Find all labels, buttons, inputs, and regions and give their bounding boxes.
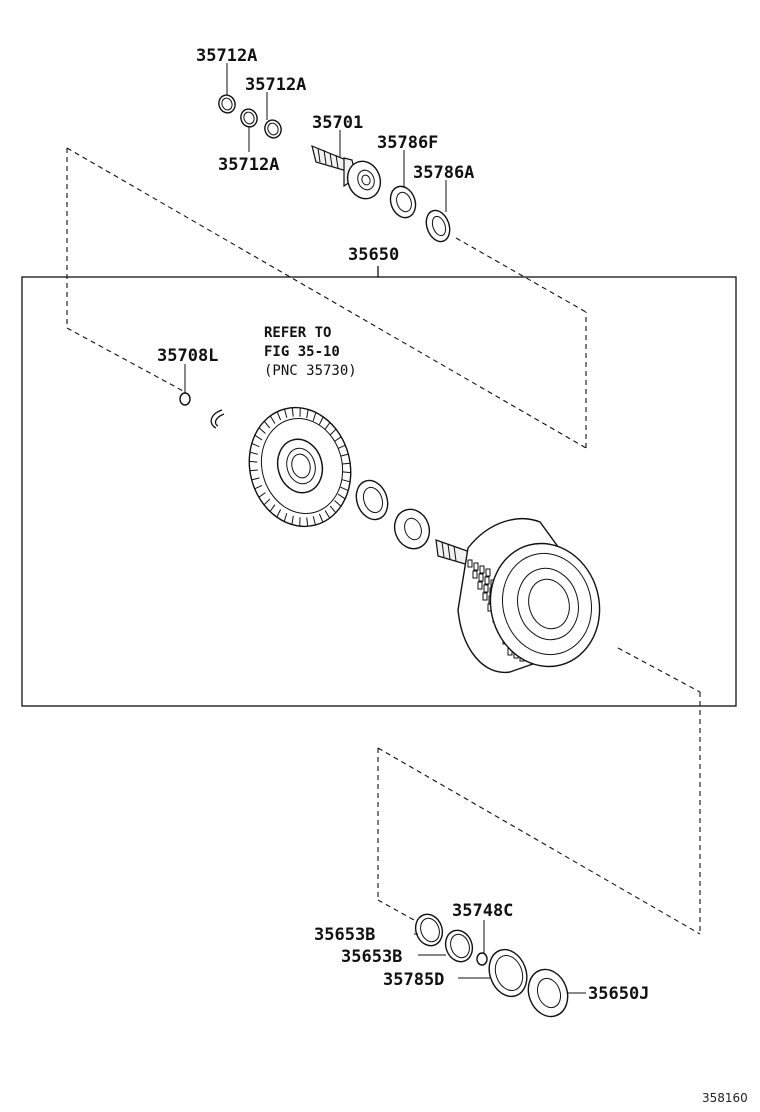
drum-tooth: [306, 517, 309, 527]
drum-tooth: [306, 409, 309, 419]
drum-tooth: [340, 453, 349, 457]
drum-tooth: [254, 434, 263, 441]
thrust-washer-35650j: [527, 968, 569, 1018]
drum-tooth: [251, 477, 260, 481]
label-35708l: 35708L: [157, 346, 218, 366]
hub-slot: [483, 584, 489, 593]
assembly-frame: [21, 266, 737, 707]
drum-tooth: [334, 436, 342, 442]
hub-slot: [477, 581, 483, 590]
drum-tooth: [334, 500, 342, 507]
drum-tooth: [318, 416, 324, 425]
drum-tooth: [283, 513, 288, 522]
hub-slot: [479, 565, 485, 574]
drum-tooth: [263, 420, 271, 429]
thrust-washer-35786a: [425, 209, 451, 243]
drum-tooth: [342, 471, 351, 474]
drum-tooth: [324, 510, 331, 519]
upper-phantom-outline: [66, 147, 587, 449]
drum-teeth: [249, 407, 351, 527]
drum-tooth: [312, 412, 317, 421]
drum-tooth: [249, 460, 258, 463]
drum-tooth: [276, 509, 282, 518]
clutch-hub-drum: [435, 518, 601, 674]
drum-tooth: [329, 428, 337, 436]
drum-tooth: [291, 515, 294, 525]
clutch-drum-assembly: [248, 406, 352, 528]
label-35653b-2: 35653B: [341, 947, 402, 967]
drum-tooth: [340, 486, 349, 492]
hub-slot: [473, 562, 479, 571]
drum-tooth: [324, 422, 331, 430]
label-35712a-mid: 35712A: [245, 75, 306, 95]
drum-tooth: [284, 408, 288, 418]
reference-note-line2: FIG 35-10: [264, 344, 340, 360]
label-35786a: 35786A: [413, 163, 474, 183]
thrust-washer-mid: [393, 508, 431, 550]
reference-note-line3: (PNC 35730): [264, 363, 357, 379]
drum-tooth: [254, 484, 263, 490]
drum-tooth: [258, 492, 266, 498]
lower-phantom-outline: [377, 647, 701, 935]
drum-tooth: [337, 444, 346, 450]
drum-tooth: [269, 504, 276, 512]
drum-tooth: [276, 411, 282, 421]
needle-bearing-mid: [355, 479, 389, 521]
drum-tooth: [329, 505, 337, 514]
diagram-code: 358160: [702, 1091, 748, 1105]
hub-slot: [467, 559, 473, 568]
drum-tooth: [269, 415, 276, 424]
hub-slot: [478, 573, 484, 582]
label-35786f: 35786F: [377, 133, 438, 153]
hub-slot: [472, 570, 478, 579]
drum-tooth: [251, 442, 260, 448]
thrust-bearing-35785d: [488, 948, 528, 998]
hub-slot: [482, 592, 488, 601]
drum-tooth: [337, 493, 346, 500]
leader-lines: [184, 63, 586, 994]
label-35712a-bottom: 35712A: [218, 155, 279, 175]
hub-slot: [485, 568, 491, 577]
label-35701: 35701: [312, 113, 363, 133]
hub-slot: [484, 576, 490, 585]
snap-ring-35712a-1: [218, 94, 236, 114]
seal-ring-35653b-1: [414, 913, 444, 947]
input-shaft-35701: [311, 144, 382, 200]
o-ring-35708l: [179, 392, 191, 406]
seal-ring-35653b-2: [444, 929, 474, 963]
drum-tooth: [312, 516, 316, 526]
drum-tooth: [249, 451, 259, 455]
label-35748c: 35748C: [452, 901, 513, 921]
label-35650: 35650: [348, 245, 399, 265]
drum-tooth: [249, 469, 258, 472]
drum-tooth: [341, 479, 351, 483]
label-35653b-1: 35653B: [314, 925, 375, 945]
drum-tooth: [263, 498, 271, 506]
label-35712a-top: 35712A: [196, 46, 257, 66]
drum-tooth: [318, 513, 324, 523]
snap-ring-inner: [210, 409, 225, 429]
reference-note-line1: REFER TO: [264, 325, 331, 341]
thrust-bearing-35786f: [389, 185, 417, 219]
label-35650j: 35650J: [588, 984, 649, 1004]
snap-ring-35712a-3: [264, 119, 282, 139]
drum-tooth: [291, 407, 294, 417]
drum-tooth: [258, 427, 266, 434]
snap-ring-35712a-2: [240, 108, 258, 128]
drum-tooth: [342, 462, 351, 465]
label-35785d: 35785D: [383, 970, 444, 990]
o-ring-35748c: [476, 952, 488, 966]
